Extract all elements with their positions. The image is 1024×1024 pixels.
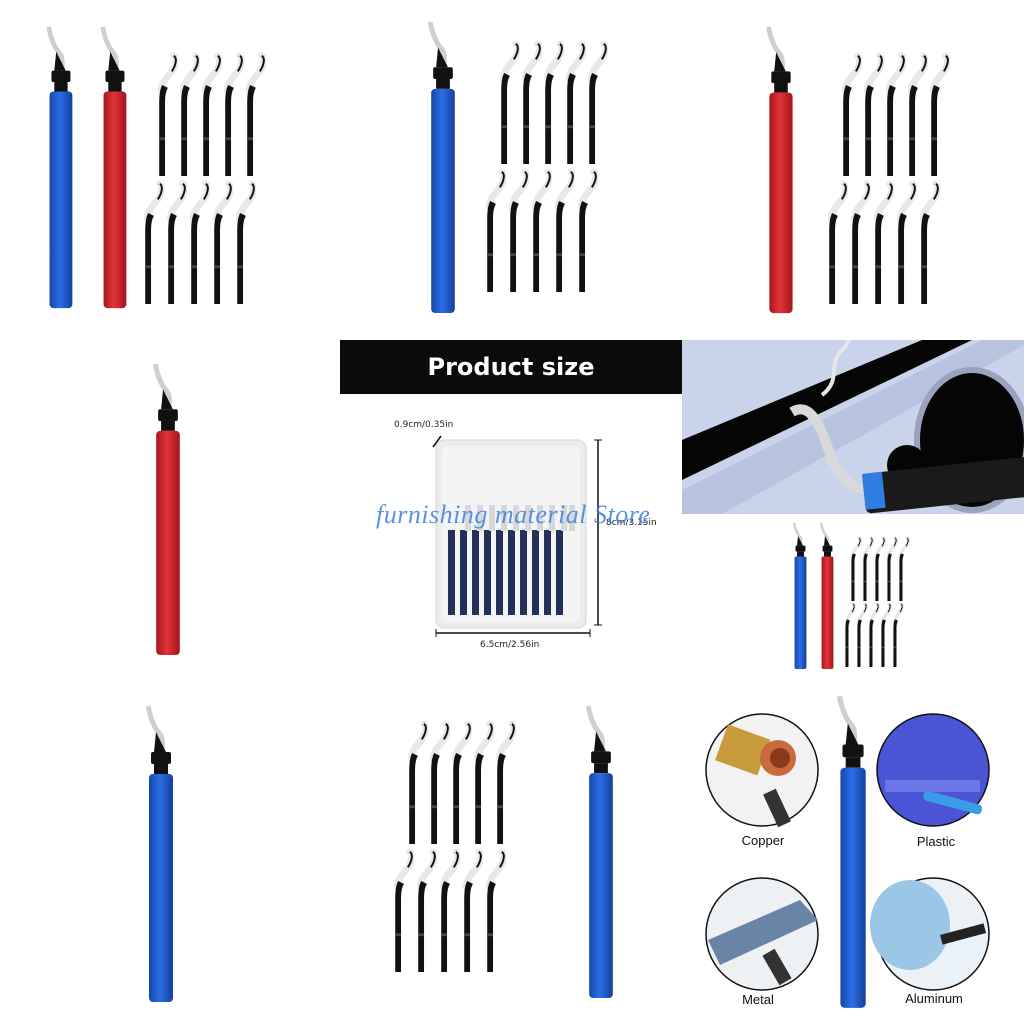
product-image-red-set[interactable] — [680, 0, 1024, 340]
usage-photo — [682, 340, 1024, 670]
deburring-tool-illustration — [680, 0, 1024, 340]
deburring-tool-illustration — [0, 0, 340, 340]
material-label-metal: Metal — [742, 992, 774, 1007]
blade-box-illustration — [432, 435, 602, 637]
material-label-aluminum: Aluminum — [905, 991, 963, 1006]
thickness-label: 0.9cm/0.35in — [394, 420, 454, 430]
red-handle-illustration — [0, 340, 340, 680]
material-label-plastic: Plastic — [916, 834, 956, 849]
product-image-blades-and-handle[interactable] — [340, 680, 700, 1024]
width-label: 6.5cm/2.56in — [480, 640, 540, 650]
product-image-blue-red-set[interactable] — [0, 0, 340, 340]
applicable-materials[interactable]: Copper Plastic Metal Aluminum — [700, 690, 1024, 1024]
product-size-title: Product size — [340, 340, 682, 394]
material-label-copper: Copper — [741, 833, 785, 848]
height-label: 8cm/3.15in — [606, 518, 657, 528]
blue-handle-illustration — [0, 680, 340, 1024]
product-image-blue-handle[interactable] — [0, 680, 340, 1024]
store-watermark: furnishing material Store — [376, 500, 651, 529]
product-image-usage[interactable] — [682, 340, 1024, 680]
product-size-diagram[interactable]: Product size 0.9cm/0.35in 8cm/3.15in 6.5… — [340, 340, 682, 680]
deburring-tool-illustration — [340, 0, 680, 340]
materials-illustration — [705, 690, 990, 1024]
product-image-blue-set[interactable] — [340, 0, 680, 340]
product-image-red-handle[interactable] — [0, 340, 340, 680]
blue-handle-illustration — [340, 680, 700, 1024]
